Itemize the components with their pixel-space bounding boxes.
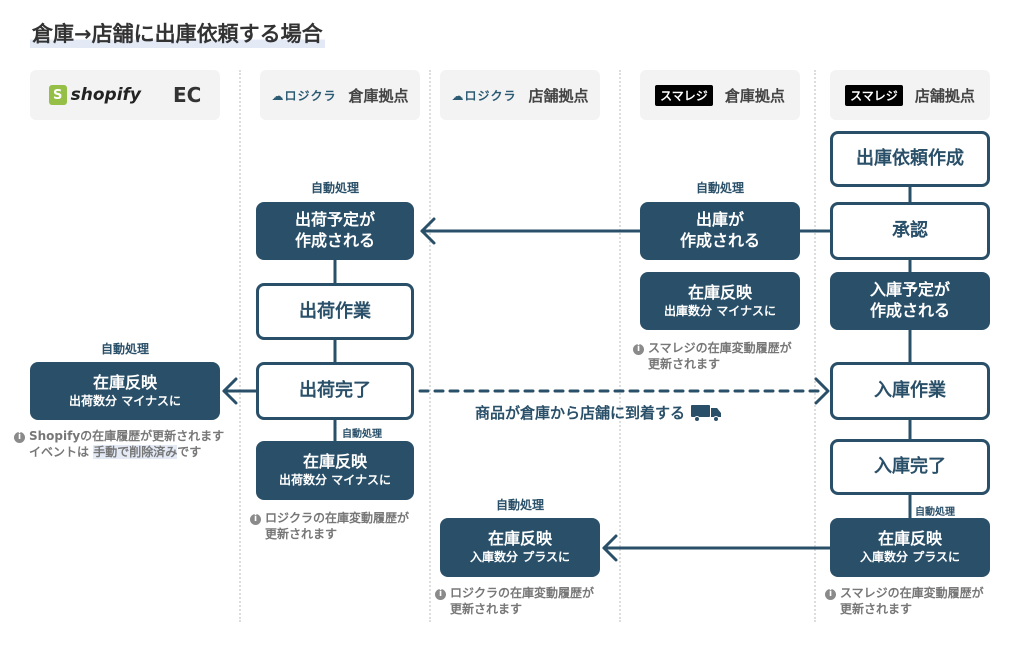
column-label: 倉庫拠点 [724, 86, 785, 105]
box-title: 在庫反映 [687, 282, 752, 302]
logiclass-store-note: i ロジクラの在庫変動履歴が 更新されます [435, 585, 594, 617]
box-title: 在庫反映 [302, 452, 367, 472]
note-text: スマレジの在庫変動履歴が [840, 586, 984, 600]
smaregi-logo: スマレジ [655, 84, 713, 106]
box-subtitle: 出荷数分 マイナスに [69, 393, 181, 408]
shipping-complete-box: 出荷完了 [256, 362, 414, 420]
shopify-logo-text: shopify [70, 85, 142, 105]
note-text: 更新されます [265, 527, 338, 541]
info-icon: i [250, 514, 261, 525]
page-title: 倉庫→店舗に出庫依頼する場合 [30, 18, 325, 48]
ec-note: i Shopifyの在庫履歴が更新されます イベントは 手動で削除済みです [14, 428, 224, 460]
box-title: 在庫反映 [487, 529, 552, 549]
auto-process-label: 自動処理 [310, 181, 359, 195]
ec-stock-update-box: 在庫反映 出荷数分 マイナスに [30, 362, 220, 420]
box-subtitle: 出荷数分 マイナスに [279, 473, 391, 488]
cloud-icon: ☁ [451, 88, 465, 103]
shopify-bag-icon: S [48, 85, 67, 105]
column-divider [619, 70, 621, 622]
auto-process-label: 自動処理 [695, 181, 744, 195]
approve-box: 承認 [830, 202, 990, 260]
column-divider [429, 70, 431, 622]
logiclass-logo: ☁ロジクラ [271, 87, 336, 104]
column-label: 倉庫拠点 [348, 86, 409, 105]
transit-text: 商品が倉庫から店舗に到着する [475, 404, 686, 422]
arrowhead [814, 377, 830, 405]
inbound-work-box: 入庫作業 [830, 362, 990, 420]
shipping-work-box: 出荷作業 [256, 283, 414, 340]
smaregi-store-stock-box: 在庫反映 入庫数分 プラスに [830, 518, 990, 577]
smaregi-warehouse-note: i スマレジの在庫変動履歴が 更新されます [633, 340, 792, 372]
note-text: です [177, 445, 202, 459]
note-text: Shopifyの在庫履歴が更新されます [29, 429, 225, 443]
auto-process-label: 自動処理 [100, 342, 149, 356]
cloud-icon: ☁ [271, 88, 285, 103]
column-header-logiclass-store: ☁ロジクラ 店舗拠点 [440, 70, 600, 120]
column-divider [814, 70, 816, 622]
box-title: 在庫反映 [92, 372, 157, 392]
arrowhead [420, 217, 436, 245]
info-icon: i [633, 344, 644, 355]
inbound-plan-created-box: 入庫予定が 作成される [830, 272, 990, 330]
truck-icon [691, 404, 722, 422]
logiclass-store-stock-box: 在庫反映 入庫数分 プラスに [440, 518, 600, 577]
logiclass-warehouse-note: i ロジクラの在庫変動履歴が 更新されます [250, 510, 409, 542]
shipping-plan-created-box: 出荷予定が 作成される [256, 202, 414, 260]
arrowhead [222, 377, 238, 405]
column-header-smaregi-store: スマレジ 店舗拠点 [830, 70, 990, 120]
arrowhead [602, 534, 618, 562]
info-icon: i [435, 589, 446, 600]
box-subtitle: 入庫数分 プラスに [470, 550, 570, 565]
note-highlight: 手動で削除済み [93, 445, 178, 459]
note-text: 更新されます [648, 357, 721, 371]
column-header-smaregi-warehouse: スマレジ 倉庫拠点 [640, 70, 800, 120]
note-text: スマレジの在庫変動履歴が [648, 341, 792, 355]
note-text: 更新されます [840, 602, 913, 616]
note-text: ロジクラの在庫変動履歴が [265, 511, 410, 525]
info-icon: i [825, 589, 836, 600]
column-label: EC [173, 83, 202, 107]
column-header-logiclass-warehouse: ☁ロジクラ 倉庫拠点 [260, 70, 420, 120]
outbound-created-box: 出庫が 作成される [640, 202, 800, 260]
logiclass-logo: ☁ロジクラ [451, 87, 516, 104]
column-divider [239, 70, 241, 622]
auto-process-label: 自動処理 [342, 429, 382, 440]
outbound-request-box: 出庫依頼作成 [830, 131, 990, 187]
smaregi-warehouse-stock-box: 在庫反映 出庫数分 マイナスに [640, 272, 800, 330]
smaregi-store-note: i スマレジの在庫変動履歴が 更新されます [825, 585, 984, 617]
note-text: イベントは [29, 445, 94, 459]
info-icon: i [14, 432, 25, 443]
inbound-complete-box: 入庫完了 [830, 439, 990, 495]
column-label: 店舗拠点 [528, 86, 589, 105]
transit-label: 商品が倉庫から店舗に到着する [475, 402, 723, 423]
box-subtitle: 入庫数分 プラスに [860, 550, 960, 565]
auto-process-label: 自動処理 [495, 498, 544, 512]
box-subtitle: 出庫数分 マイナスに [664, 303, 776, 318]
box-title: 在庫反映 [877, 529, 942, 549]
auto-process-label: 自動処理 [915, 507, 955, 518]
note-text: 更新されます [450, 602, 523, 616]
column-label: 店舗拠点 [914, 86, 975, 105]
logo-text: ロジクラ [284, 88, 337, 103]
logo-text: ロジクラ [464, 88, 517, 103]
note-text: ロジクラの在庫変動履歴が [450, 586, 595, 600]
logiclass-warehouse-stock-box: 在庫反映 出荷数分 マイナスに [256, 441, 414, 500]
smaregi-logo: スマレジ [845, 84, 903, 106]
